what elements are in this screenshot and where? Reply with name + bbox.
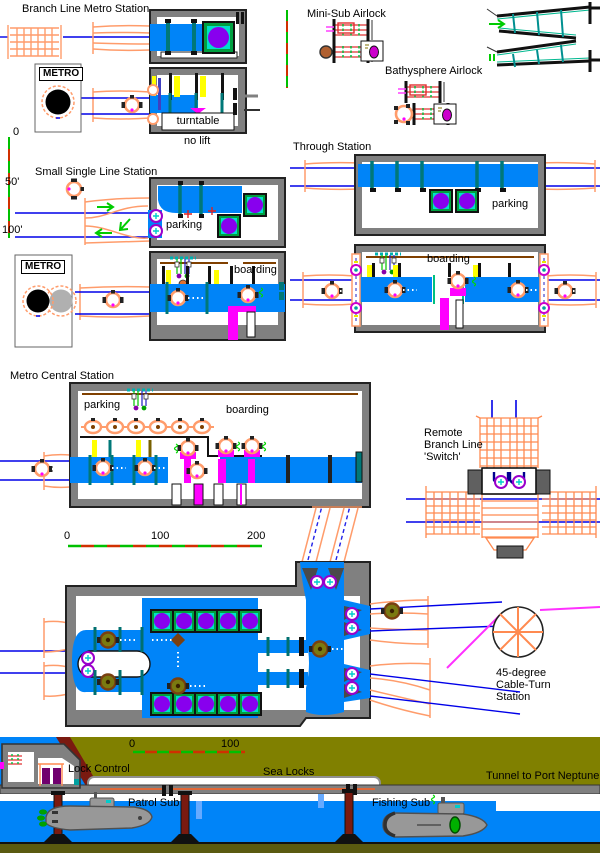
metro-central-station <box>0 382 371 508</box>
parking-pad <box>243 193 267 217</box>
metro-sign-text-2: METRO <box>21 260 66 274</box>
mini-sub-airlock-diagram <box>319 17 384 65</box>
lock-control-label: Lock Control <box>68 763 130 775</box>
central-title: Metro Central Station <box>10 370 114 382</box>
tube-segment-icon <box>0 25 62 59</box>
mini-sub-icon <box>319 45 333 59</box>
indicator-box-icon <box>360 40 384 62</box>
cable-wheel-icon <box>81 664 95 678</box>
cable-wheel-icon <box>494 475 508 489</box>
fishing-sub <box>382 794 488 838</box>
lscale-100: 100 <box>221 738 240 750</box>
remote-switch-line3: 'Switch' <box>424 451 461 463</box>
sub-marker <box>170 632 186 648</box>
cable-turn-line3: Station <box>496 691 531 703</box>
sub-icon <box>379 602 405 620</box>
central-boarding: boarding <box>226 404 269 416</box>
through-parking: parking <box>492 198 529 210</box>
cable-wheel-icon <box>149 224 163 238</box>
through-title: Through Station <box>293 141 372 153</box>
exit-cable-wheels <box>302 568 362 698</box>
cscale-100: 100 <box>151 530 170 542</box>
mini-sub-icon <box>320 279 344 300</box>
lock-control-structure <box>0 743 81 789</box>
tunnel-label: Tunnel to Port Neptune <box>486 770 600 782</box>
cable-wheel-icon <box>149 209 163 223</box>
airlock-towers <box>351 253 549 327</box>
switch-arrow-icon <box>489 19 506 61</box>
flow-arrows <box>94 202 131 238</box>
cable-wheel-icon <box>512 475 526 489</box>
bathysphere-airlock-diagram <box>394 79 457 127</box>
parking-pad <box>429 189 453 213</box>
small-single-parking: parking <box>166 219 203 231</box>
small-single-title: Small Single Line Station <box>35 166 158 178</box>
remote-switch-line1: Remote <box>424 427 463 439</box>
parking-pad <box>217 214 241 238</box>
branch-line-station-plan <box>63 9 247 64</box>
branch-switch-diagram <box>486 2 600 72</box>
cable-wheel-icon <box>81 651 95 665</box>
vertical-scale <box>8 10 288 238</box>
parked-sub-dome <box>208 27 229 48</box>
small-single-station-side <box>75 251 286 341</box>
cable-turn-station <box>446 606 600 669</box>
parking-pad <box>455 189 479 213</box>
sea-locks-label: Sea Locks <box>263 766 315 778</box>
fishing-sub-label: Fishing Sub <box>372 797 431 809</box>
small-single-station-plan <box>15 177 286 248</box>
patrol-sub <box>37 792 153 831</box>
cscale-200: 200 <box>247 530 266 542</box>
through-station-plan <box>290 154 600 236</box>
lscale-0: 0 <box>129 738 136 750</box>
docking-station <box>0 561 521 727</box>
small-single-boarding: boarding <box>234 264 277 276</box>
bathysphere-icon <box>394 104 414 125</box>
through-station-side <box>290 244 600 333</box>
remote-branch-switch <box>406 400 600 559</box>
diagonal-branch-tubes <box>301 505 362 563</box>
cable-turn-line1: 45-degree <box>496 667 547 679</box>
mini-sub-airlock-title: Mini-Sub Airlock <box>307 8 386 20</box>
vscale-0: 0 <box>13 126 20 138</box>
metro-sign-text-1: METRO <box>39 67 84 81</box>
vscale-50: 50' <box>5 176 20 188</box>
harbor-section <box>0 737 600 853</box>
turntable-label: turntable <box>176 115 220 127</box>
remote-switch-line2: Branch Line <box>424 439 483 451</box>
indicator-box-icon <box>433 103 457 125</box>
no-lift-label: no lift <box>184 135 211 147</box>
branch-line-station-side <box>63 67 260 134</box>
cscale-0: 0 <box>64 530 71 542</box>
patrol-sub-label: Patrol Sub <box>128 797 180 809</box>
branch-line-title: Branch Line Metro Station <box>22 3 150 15</box>
vscale-100: 100' <box>2 224 23 236</box>
mini-sub-icon <box>65 177 86 201</box>
port-rings <box>350 264 550 314</box>
bathysphere-airlock-title: Bathysphere Airlock <box>385 65 483 77</box>
through-boarding: boarding <box>427 253 470 265</box>
mini-sub-icon <box>553 279 577 300</box>
central-parking: parking <box>84 399 121 411</box>
cable-turn-line2: Cable-Turn <box>496 679 551 691</box>
boarding-subs <box>173 434 267 459</box>
